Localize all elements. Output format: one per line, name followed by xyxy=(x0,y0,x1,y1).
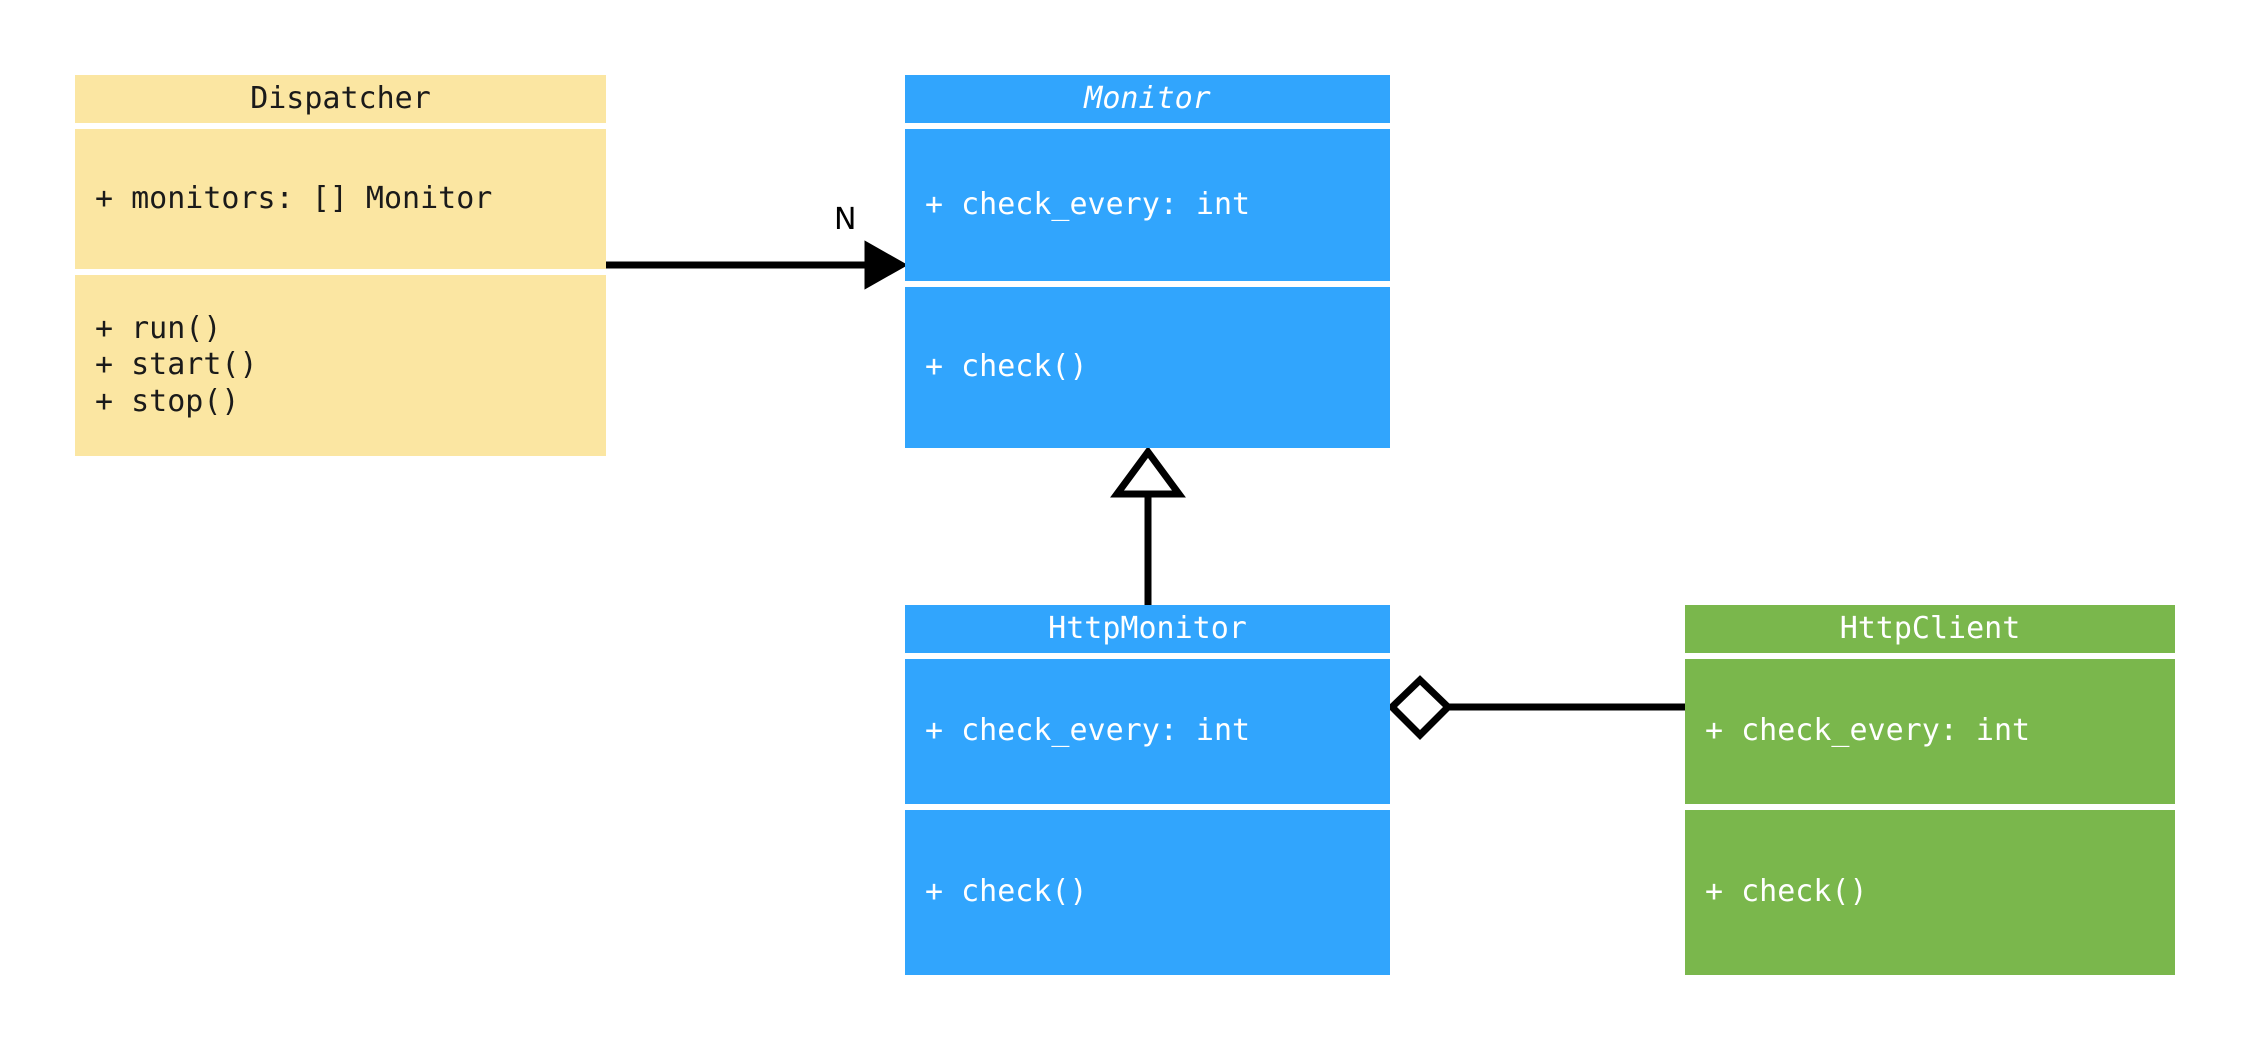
class-box-httpmonitor[interactable]: HttpMonitor + check_every: int + check() xyxy=(905,605,1390,975)
method-row: + check() xyxy=(1705,874,1868,910)
class-methods-httpclient: + check() xyxy=(1685,810,2175,975)
class-box-httpclient[interactable]: HttpClient + check_every: int + check() xyxy=(1685,605,2175,975)
edge-label-multiplicity-n: N xyxy=(834,202,857,237)
class-box-dispatcher[interactable]: Dispatcher + monitors: [] Monitor + run(… xyxy=(75,75,606,456)
class-title-dispatcher: Dispatcher xyxy=(75,75,606,123)
class-methods-dispatcher: + run() + start() + stop() xyxy=(75,275,606,456)
edge-dispatcher-monitor xyxy=(606,240,909,290)
class-attributes-monitor: + check_every: int xyxy=(905,129,1390,281)
class-title-httpclient: HttpClient xyxy=(1685,605,2175,653)
attribute-row: + check_every: int xyxy=(1705,713,2031,749)
class-attributes-httpmonitor: + check_every: int xyxy=(905,659,1390,804)
attribute-row: + monitors: [] Monitor xyxy=(95,180,493,216)
method-row: + stop() xyxy=(95,383,240,419)
hollow-diamond-icon xyxy=(1387,675,1453,740)
class-box-monitor[interactable]: Monitor + check_every: int + check() xyxy=(905,75,1390,448)
class-attributes-httpclient: + check_every: int xyxy=(1685,659,2175,804)
method-row: + check() xyxy=(925,874,1088,910)
class-title-monitor: Monitor xyxy=(905,75,1390,123)
class-attributes-dispatcher: + monitors: [] Monitor xyxy=(75,129,606,269)
method-row: + run() xyxy=(95,310,222,346)
edge-httpmonitor-monitor xyxy=(1110,446,1186,605)
class-methods-httpmonitor: + check() xyxy=(905,810,1390,975)
edge-httpmonitor-httpclient xyxy=(1387,675,1685,740)
method-row: + start() xyxy=(95,347,258,383)
attribute-row: + check_every: int xyxy=(925,186,1251,222)
filled-arrowhead-icon xyxy=(864,240,909,290)
hollow-triangle-icon xyxy=(1110,446,1186,498)
class-methods-monitor: + check() xyxy=(905,287,1390,448)
method-row: + check() xyxy=(925,349,1088,385)
attribute-row: + check_every: int xyxy=(925,713,1251,749)
class-title-httpmonitor: HttpMonitor xyxy=(905,605,1390,653)
